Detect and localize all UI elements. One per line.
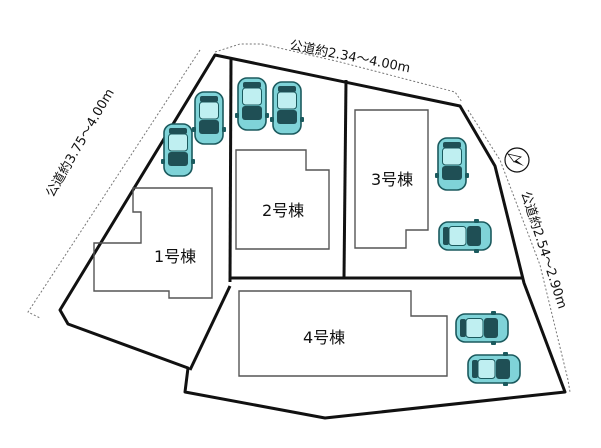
car-icon bbox=[269, 81, 305, 135]
road-label-north: 公道約2.34～4.00m bbox=[288, 38, 411, 76]
site-boundary bbox=[58, 53, 567, 420]
car-icon bbox=[234, 77, 270, 131]
lot-3-building bbox=[354, 109, 429, 249]
lot-label-1: 1号棟 bbox=[154, 247, 196, 266]
building-footprints bbox=[93, 109, 448, 377]
car-icon bbox=[467, 351, 521, 387]
road-edges bbox=[27, 43, 571, 393]
car-icon bbox=[191, 91, 227, 145]
lot-2-building bbox=[235, 149, 330, 250]
lot-dividers bbox=[188, 57, 524, 371]
road-label-east: 公道約2.54～2.90m bbox=[517, 190, 569, 311]
north-arrow-icon bbox=[504, 147, 530, 173]
car-icon bbox=[434, 137, 470, 191]
lot-label-4: 4号棟 bbox=[303, 328, 345, 347]
lot-label-3: 3号棟 bbox=[371, 170, 413, 189]
lot-4-building bbox=[238, 290, 448, 377]
road-label-west: 公道約3.75～4.00m bbox=[43, 86, 117, 200]
car-icon bbox=[160, 123, 196, 177]
lot-label-2: 2号棟 bbox=[262, 201, 304, 220]
car-icon bbox=[455, 310, 509, 346]
lot-1-building bbox=[93, 187, 213, 299]
car-icon bbox=[438, 218, 492, 254]
